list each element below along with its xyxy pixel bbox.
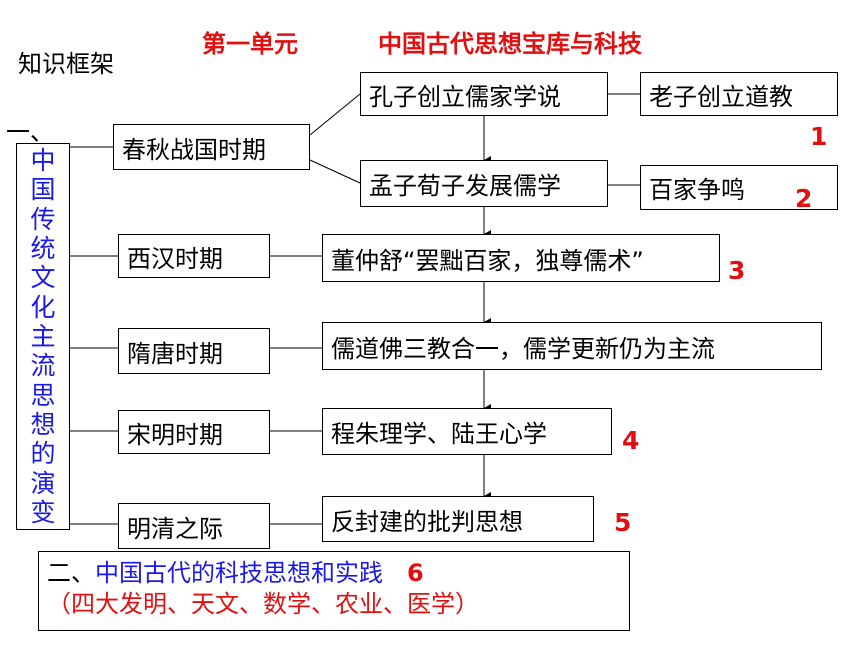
- vertical-title-char: 统: [30, 233, 56, 263]
- vertical-title-char: 中: [30, 146, 56, 175]
- section-one-marker: 一、: [6, 118, 54, 146]
- period-chunqiu: 春秋战国时期: [113, 124, 310, 170]
- topic-title: 中国古代思想宝库与科技: [378, 30, 642, 58]
- thought-rudaofo: 儒道佛三教合一，儒学更新仍为主流: [322, 322, 822, 370]
- period-suitang: 隋唐时期: [118, 328, 270, 374]
- vertical-title-char: 主: [30, 321, 56, 351]
- vertical-title-char: 文: [30, 263, 56, 293]
- thought-fanfengjian: 反封建的批判思想: [322, 496, 594, 542]
- number-5: 5: [614, 508, 632, 537]
- number-2: 2: [795, 184, 813, 213]
- framework-label: 知识框架: [18, 50, 114, 78]
- thought-chengzhu: 程朱理学、陆王心学: [322, 408, 612, 455]
- vertical-title-box: 中国传统文化主流思想的演变: [16, 143, 70, 530]
- vertical-title-char: 变: [30, 497, 56, 527]
- unit-title: 第一单元: [202, 30, 298, 58]
- period-songming: 宋明时期: [118, 410, 270, 454]
- thought-baijia: 百家争鸣: [640, 165, 838, 210]
- thought-kongzi: 孔子创立儒家学说: [360, 72, 608, 116]
- period-mingqing: 明清之际: [118, 503, 270, 549]
- vertical-title-char: 演: [30, 468, 56, 498]
- link-chunqiu-kongzi: [309, 93, 361, 136]
- vertical-title-char: 的: [30, 439, 56, 469]
- vertical-title-char: 化: [30, 292, 56, 322]
- number-1: 1: [810, 122, 828, 151]
- section-two-box: 二、中国古代的科技思想和实践 6 （四大发明、天文、数学、农业、医学）: [38, 551, 630, 631]
- number-3: 3: [728, 256, 746, 285]
- vertical-title-char: 国: [30, 175, 56, 205]
- thought-mengxun: 孟子荀子发展儒学: [360, 160, 608, 207]
- period-xihan: 西汉时期: [118, 234, 270, 278]
- link-chunqiu-mengxun: [309, 159, 361, 184]
- number-4: 4: [622, 426, 640, 455]
- number-6: 6: [407, 559, 424, 587]
- section-two-subtitle: （四大发明、天文、数学、农业、医学）: [47, 590, 479, 618]
- section-two-title: 中国古代的科技思想和实践: [95, 559, 383, 587]
- thought-dongzhongshu: 董仲舒“罢黜百家，独尊儒术”: [322, 234, 720, 282]
- vertical-title-char: 思: [30, 380, 56, 410]
- section-two-prefix: 二、: [47, 559, 95, 587]
- vertical-title-char: 流: [30, 351, 56, 381]
- vertical-title-char: 想: [30, 409, 56, 439]
- vertical-title-char: 传: [30, 204, 56, 234]
- thought-laozi: 老子创立道教: [640, 72, 838, 116]
